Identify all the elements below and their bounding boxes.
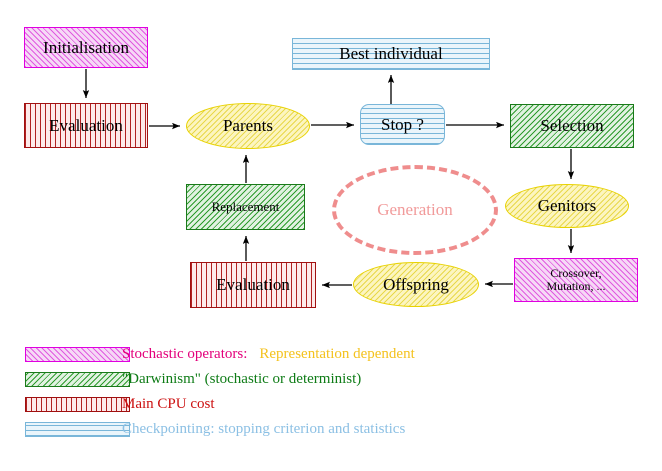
legend-label-blue: Checkpointing: stopping criterion and st… xyxy=(122,421,405,438)
legend-row-blue: Checkpointing: stopping criterion and st… xyxy=(0,417,662,442)
node-label-evaluation_top: Evaluation xyxy=(49,115,123,135)
legend-label-secondary: Representation dependent xyxy=(259,346,415,362)
node-parents: Parents xyxy=(186,103,310,149)
node-label-offspring: Offspring xyxy=(383,274,449,294)
node-label-crossover: Crossover, Mutation, ... xyxy=(546,266,606,293)
node-selection: Selection xyxy=(510,104,634,148)
legend-label-primary: Stochastic operators: xyxy=(122,346,248,362)
node-label-stop: Stop ? xyxy=(381,114,424,134)
legend-swatch-magenta xyxy=(25,347,130,362)
legend-swatch-blue xyxy=(25,422,130,437)
node-genitors: Genitors xyxy=(505,184,629,228)
node-crossover: Crossover, Mutation, ... xyxy=(514,258,638,302)
node-label-genitors: Genitors xyxy=(537,196,597,216)
node-stop: Stop ? xyxy=(360,104,445,145)
node-offspring: Offspring xyxy=(353,262,479,307)
legend: Stochastic operators: Representation depe… xyxy=(0,342,662,442)
node-generation: Generation xyxy=(332,165,498,255)
node-evaluation_top: Evaluation xyxy=(24,103,148,148)
legend-label-primary: "Darwinism" (stochastic or determinist) xyxy=(122,371,362,387)
legend-row-green: "Darwinism" (stochastic or determinist) xyxy=(0,367,662,392)
node-replacement: Replacement xyxy=(186,184,305,230)
legend-swatch-green xyxy=(25,372,130,387)
legend-label-green: "Darwinism" (stochastic or determinist) xyxy=(122,371,361,388)
node-label-best_individual: Best individual xyxy=(339,44,443,64)
node-label-evaluation_bot: Evaluation xyxy=(216,275,290,295)
legend-row-magenta: Stochastic operators: Representation depe… xyxy=(0,342,662,367)
legend-label-red: Main CPU cost xyxy=(122,396,215,413)
legend-label-primary: Main CPU cost xyxy=(122,396,215,412)
node-label-parents: Parents xyxy=(222,116,274,136)
legend-swatch-red xyxy=(25,397,130,412)
legend-row-red: Main CPU cost xyxy=(0,392,662,417)
node-label-selection: Selection xyxy=(540,116,604,136)
node-label-generation: Generation xyxy=(377,200,453,219)
node-initialisation: Initialisation xyxy=(24,27,148,68)
legend-label-primary: Checkpointing: stopping criterion and st… xyxy=(122,421,406,437)
node-label-initialisation: Initialisation xyxy=(43,37,129,57)
legend-label-magenta: Stochastic operators: Representation depe… xyxy=(122,346,415,363)
connector-group xyxy=(82,69,575,289)
node-best_individual: Best individual xyxy=(292,38,490,70)
node-label-replacement: Replacement xyxy=(211,199,280,215)
node-evaluation_bot: Evaluation xyxy=(190,262,316,308)
